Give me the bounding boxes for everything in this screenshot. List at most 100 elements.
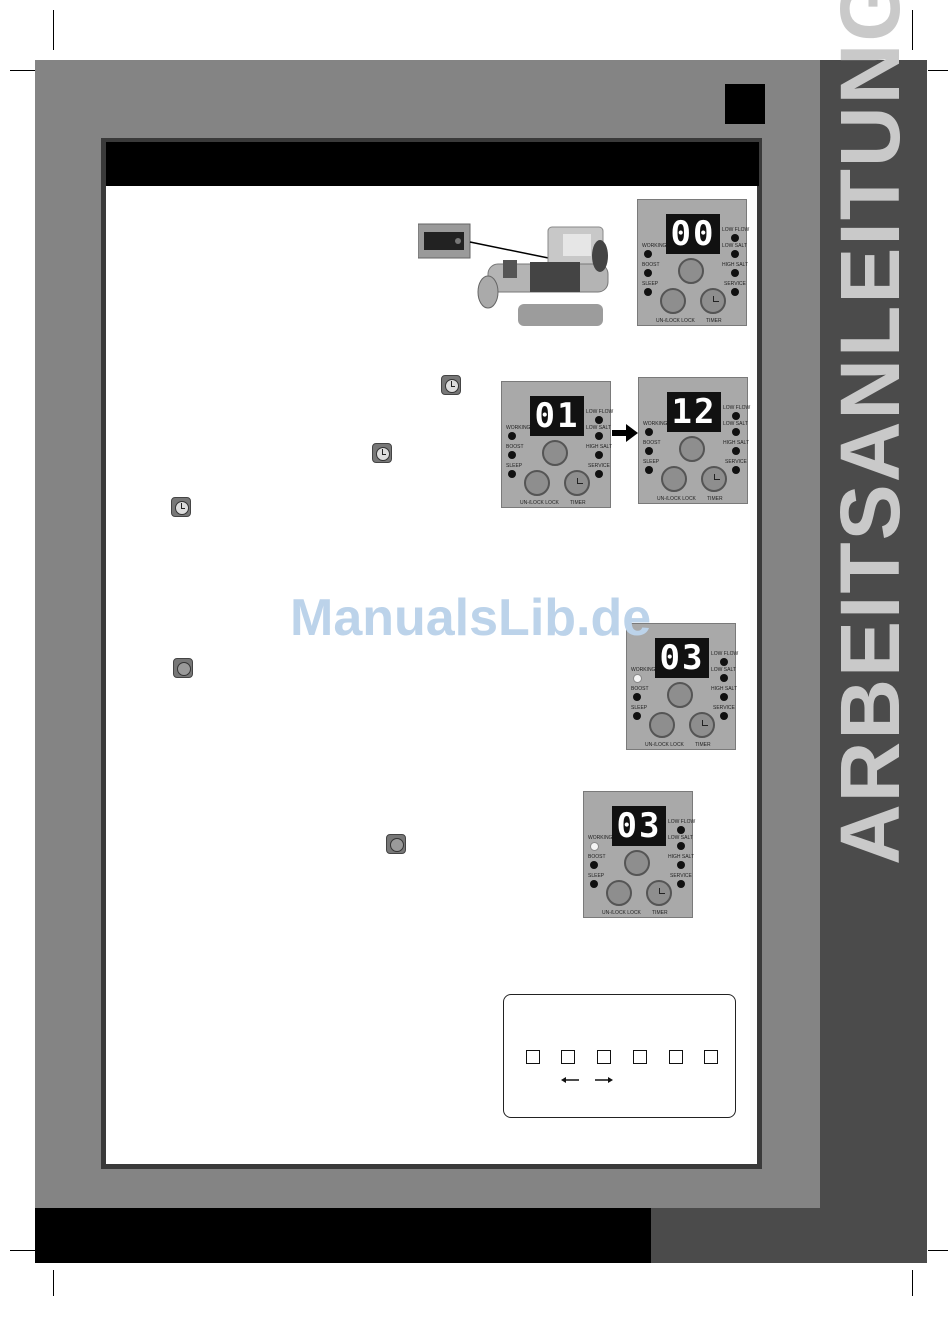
low-flow-led (731, 234, 739, 242)
code-digit-box (526, 1050, 540, 1064)
lock-button[interactable] (660, 288, 686, 314)
sleep-led (508, 470, 516, 478)
working-led (633, 674, 642, 683)
low-salt-led (677, 842, 685, 850)
controller-panel: 12 LOW FLOW LOW SALT WORKING HIGH SALT B… (638, 377, 751, 504)
lock-button[interactable] (606, 880, 632, 906)
boost-label: BOOST (643, 440, 661, 446)
code-digit-box (597, 1050, 611, 1064)
controller-panel: 03 LOW FLOW LOW SALT WORKING HIGH SALT B… (626, 623, 739, 750)
sleep-label: SLEEP (506, 463, 523, 469)
high-salt-label: HIGH SALT (586, 444, 613, 450)
timer-button[interactable] (689, 712, 715, 738)
lock-button[interactable] (524, 470, 550, 496)
low-flow-label: LOW FLOW (723, 405, 751, 411)
pump-photo (418, 223, 609, 326)
sleep-label: SLEEP (631, 705, 648, 711)
low-flow-label: LOW FLOW (711, 651, 739, 657)
footer-bar (35, 1208, 651, 1263)
high-salt-led (720, 693, 728, 701)
arrow-right-icon (595, 1077, 613, 1083)
service-label: SERVICE (725, 459, 747, 465)
low-flow-label: LOW FLOW (668, 819, 696, 825)
low-flow-led (732, 412, 740, 420)
controller-panel: 00 LOW FLOW LOW SALT WORKING HIGH SALT B… (637, 199, 750, 326)
working-label: WORKING (643, 421, 668, 427)
high-salt-label: HIGH SALT (668, 854, 695, 860)
boost-button[interactable] (667, 682, 693, 708)
working-label: WORKING (506, 425, 531, 431)
sleep-led (590, 880, 598, 888)
code-entry-box (503, 994, 736, 1118)
timer-button-icon (372, 443, 392, 463)
sleep-label: SLEEP (643, 459, 660, 465)
crop-mark (928, 70, 948, 71)
crop-mark (53, 10, 54, 50)
low-salt-label: LOW SALT (711, 667, 736, 673)
unlock-label: UN-/LOCK LOCK (656, 318, 695, 324)
service-label: SERVICE (713, 705, 735, 711)
unlock-label: UN-/LOCK LOCK (645, 742, 684, 748)
sleep-label: SLEEP (642, 281, 659, 287)
low-flow-label: LOW FLOW (722, 227, 750, 233)
low-salt-led (731, 250, 739, 258)
crop-mark (912, 10, 913, 50)
low-salt-label: LOW SALT (722, 243, 747, 249)
boost-led (508, 451, 516, 459)
low-salt-label: LOW SALT (668, 835, 693, 841)
side-band (820, 60, 927, 1263)
boost-button[interactable] (678, 258, 704, 284)
footer-tab (651, 1208, 820, 1263)
service-led (720, 712, 728, 720)
crop-mark (10, 70, 50, 71)
controller-panel: 03 LOW FLOW LOW SALT WORKING HIGH SALT B… (583, 791, 696, 918)
sleep-label: SLEEP (588, 873, 605, 879)
high-salt-led (731, 269, 739, 277)
service-label: SERVICE (724, 281, 746, 287)
controller-panel: 01 LOW FLOW LOW SALT WORKING HIGH SALT B… (501, 381, 613, 508)
digit-display: 00 (666, 214, 720, 254)
boost-led (633, 693, 641, 701)
timer-button[interactable] (700, 288, 726, 314)
crop-mark (10, 1250, 35, 1251)
watermark: ManualsLib.de (290, 589, 652, 647)
code-digit-box (633, 1050, 647, 1064)
boost-button[interactable] (542, 440, 568, 466)
timer-button[interactable] (564, 470, 590, 496)
timer-label: TIMER (570, 500, 586, 506)
high-salt-led (732, 447, 740, 455)
timer-label: TIMER (706, 318, 722, 324)
low-salt-led (732, 428, 740, 436)
timer-button[interactable] (701, 466, 727, 492)
working-led (590, 842, 599, 851)
service-led (595, 470, 603, 478)
boost-button[interactable] (624, 850, 650, 876)
lock-button-icon (173, 658, 193, 678)
side-title: ARBEITSANLEITUNGEN (823, 0, 917, 865)
crop-mark (912, 1270, 913, 1296)
service-label: SERVICE (588, 463, 610, 469)
service-led (677, 880, 685, 888)
page-number-box (725, 84, 765, 124)
arrow-left-icon (561, 1077, 579, 1083)
working-label: WORKING (631, 667, 656, 673)
high-salt-label: HIGH SALT (722, 262, 749, 268)
service-label: SERVICE (670, 873, 692, 879)
digit-display: 12 (667, 392, 721, 432)
timer-button[interactable] (646, 880, 672, 906)
boost-label: BOOST (631, 686, 649, 692)
lock-button[interactable] (649, 712, 675, 738)
lock-button[interactable] (661, 466, 687, 492)
arrow-right-icon (612, 424, 638, 442)
boost-button[interactable] (679, 436, 705, 462)
boost-led (644, 269, 652, 277)
low-salt-led (595, 432, 603, 440)
timer-label: TIMER (707, 496, 723, 502)
digit-display: 03 (612, 806, 666, 846)
boost-label: BOOST (588, 854, 606, 860)
crop-mark (53, 1270, 54, 1296)
unlock-label: UN-/LOCK LOCK (520, 500, 559, 506)
timer-label: TIMER (695, 742, 711, 748)
high-salt-label: HIGH SALT (711, 686, 738, 692)
low-flow-led (720, 658, 728, 666)
